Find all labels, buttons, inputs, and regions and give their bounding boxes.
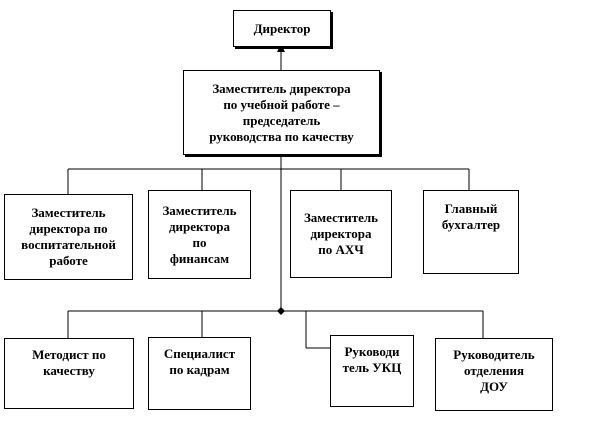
box-text-line: работе — [49, 253, 88, 268]
box-text-line: Заместитель — [162, 202, 237, 218]
box-text-line: Заместитель директора — [212, 80, 351, 96]
box-text-line: Главный — [444, 201, 498, 216]
box-text-line: директора — [168, 218, 230, 234]
box-text-line: по кадрам — [169, 362, 230, 377]
box-text-line: тель УКЦ — [342, 360, 402, 375]
box-text-line: Директор — [253, 20, 311, 36]
box-text-line: Специалист — [163, 346, 236, 361]
box-text-line: качеству — [43, 363, 95, 378]
box-text-line: финансам — [169, 250, 230, 266]
box-text-line: по учебной работе – — [223, 96, 340, 112]
junction-diamond-icon — [277, 307, 285, 315]
box-text-line: Руководи — [344, 344, 400, 359]
box-text-line: бухгалтер — [441, 217, 501, 232]
box-text-line: Методист по — [32, 347, 106, 362]
director-box: Директор — [233, 10, 331, 47]
box-text-line: ДОУ — [480, 379, 508, 394]
box-text-line: директора — [310, 226, 372, 241]
box-text-line: отделения — [464, 363, 524, 378]
box-text-line: по АХЧ — [318, 242, 364, 257]
arrowhead-up-icon — [277, 44, 285, 52]
box-text-line: Заместитель — [31, 205, 106, 220]
box-text-line: Заместитель — [303, 210, 379, 225]
box-text-line: директора по — [29, 221, 108, 236]
box-text-line: Руководитель — [453, 347, 535, 362]
box-text-line: председатель — [242, 112, 321, 128]
box-text-line: по — [192, 234, 207, 250]
box-text-line: руководства по качеству — [209, 128, 354, 144]
box-text-line: воспитательной — [21, 237, 116, 252]
